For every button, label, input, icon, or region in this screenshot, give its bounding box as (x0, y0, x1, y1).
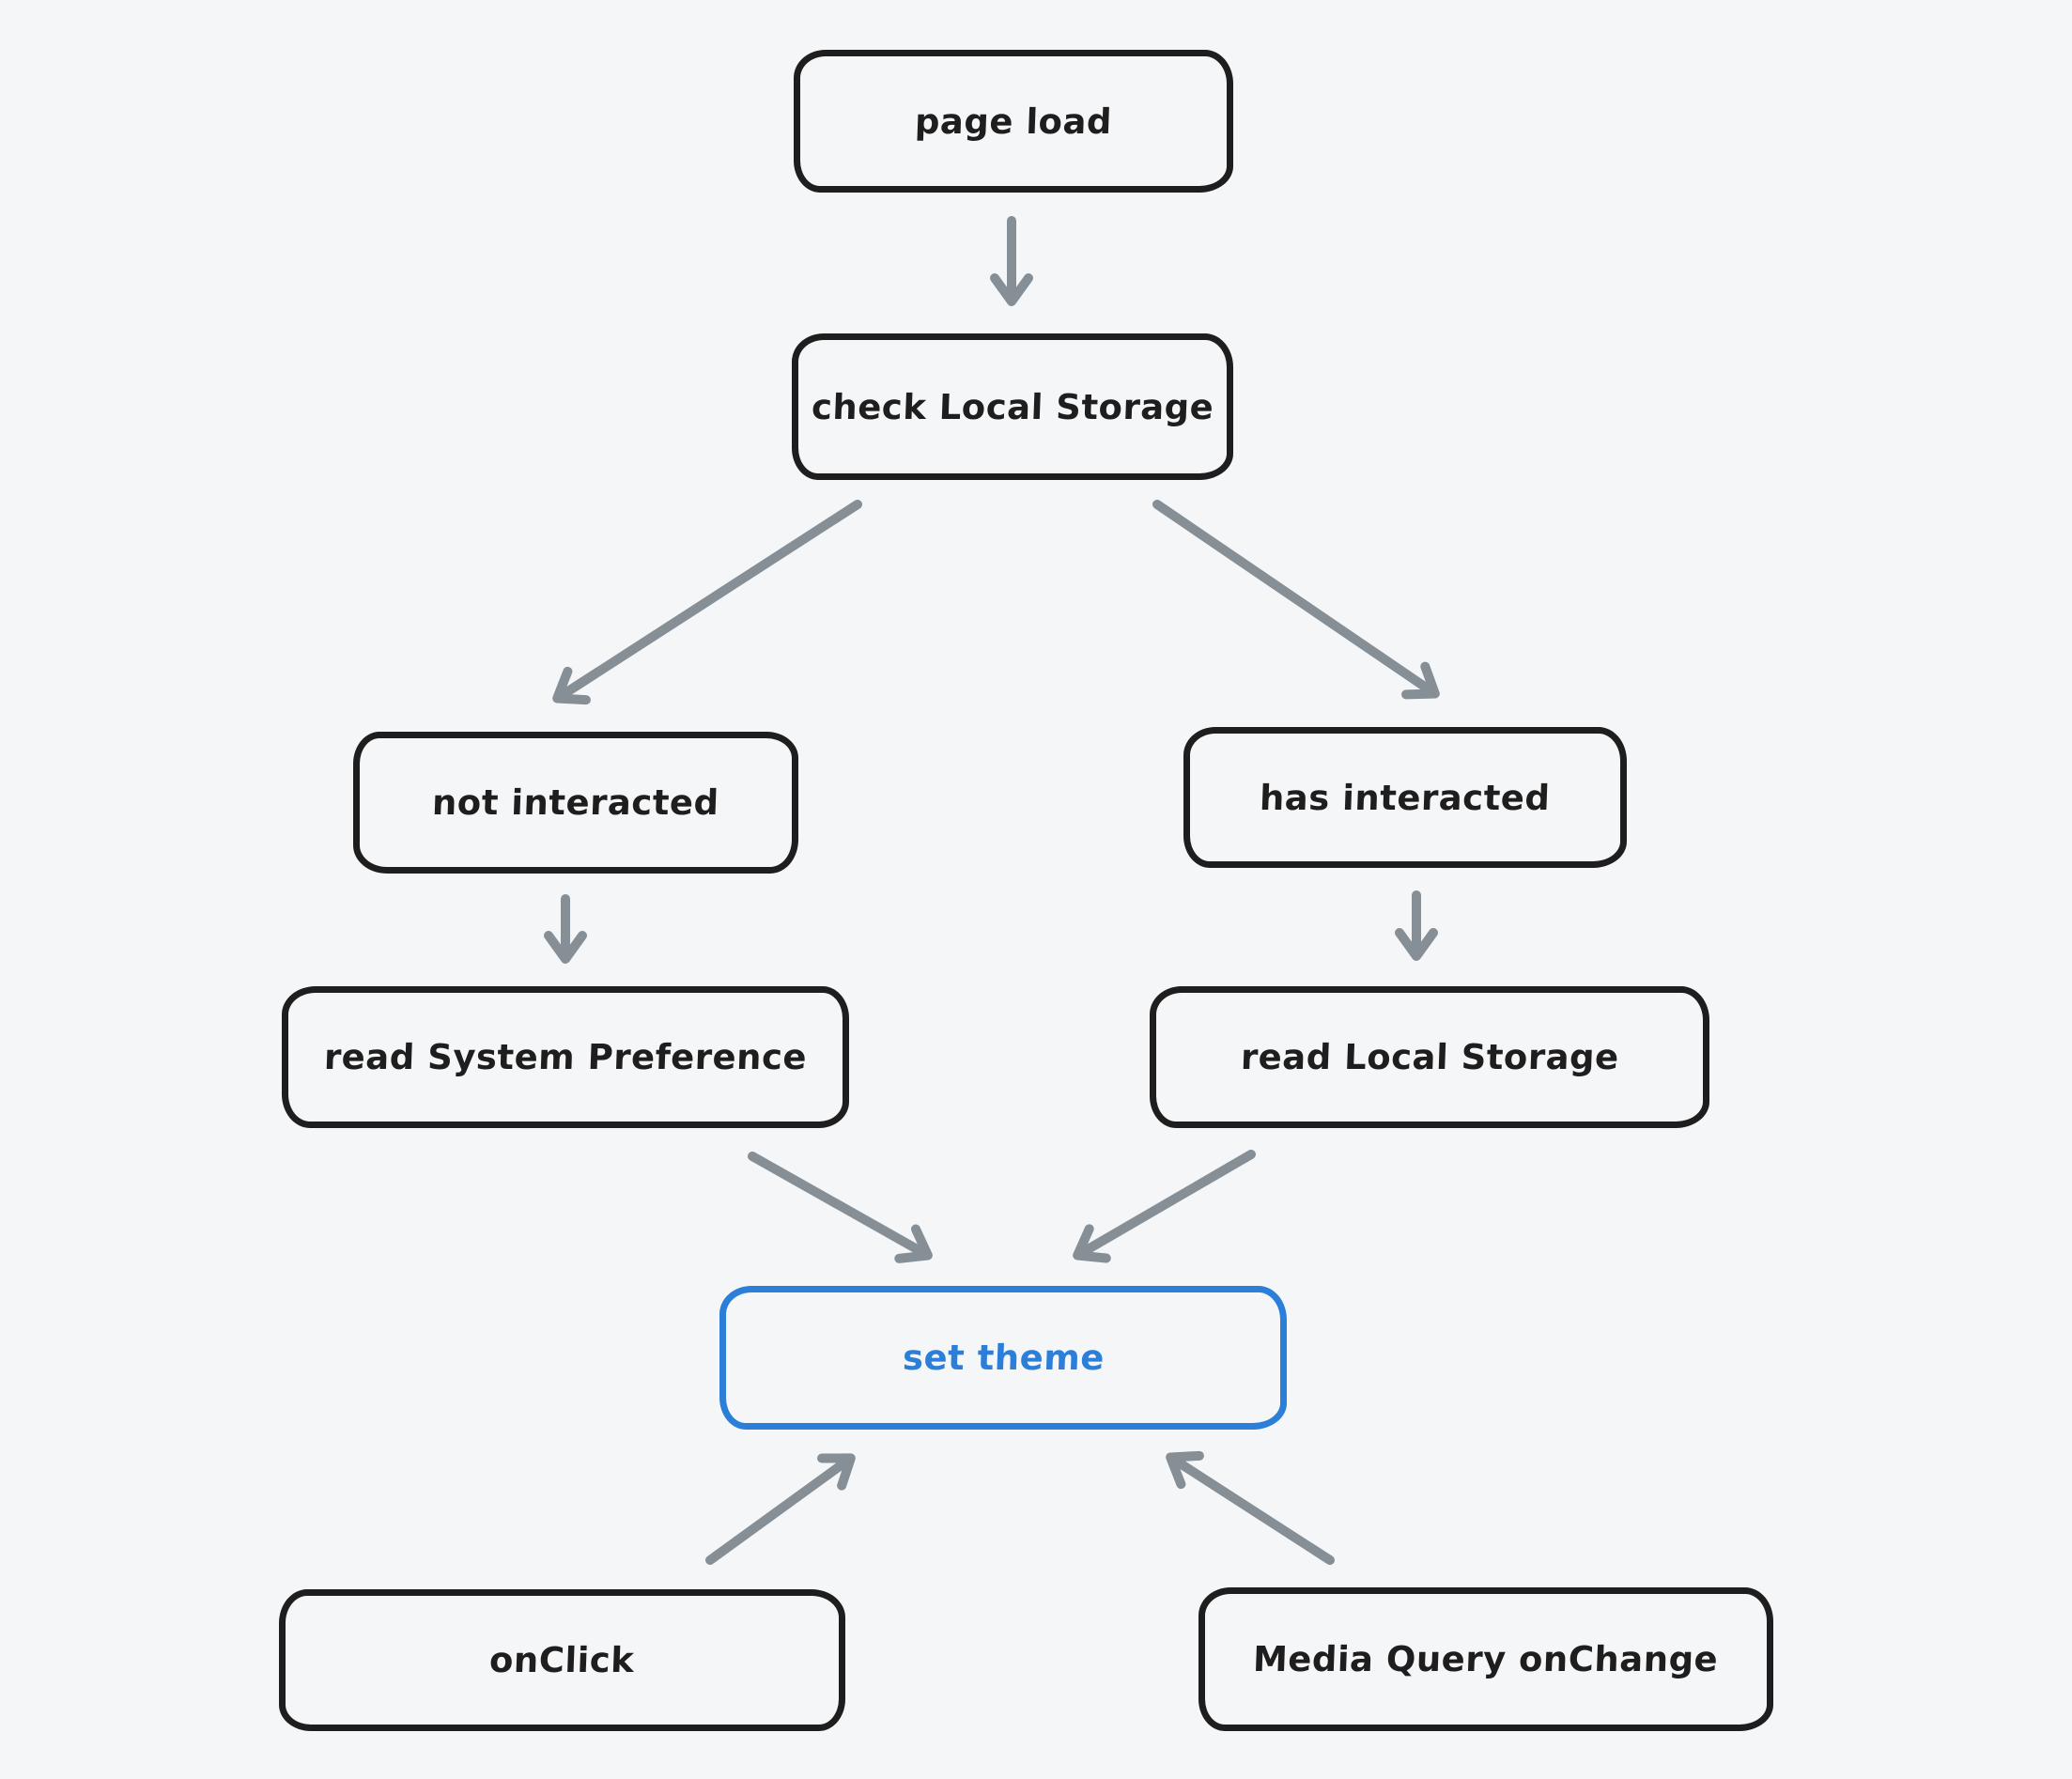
arrow-readlocal-to-settheme[interactable] (1073, 1150, 1256, 1263)
arrow-checkstorage-to-notinteracted[interactable] (552, 500, 862, 705)
node-page-load[interactable]: page load (794, 50, 1233, 193)
node-not-interacted[interactable]: not interacted (353, 732, 798, 874)
node-has-interacted[interactable]: has interacted (1183, 727, 1627, 868)
node-onclick[interactable]: onClick (279, 1589, 845, 1731)
arrow-mediaquery-to-settheme[interactable] (1166, 1450, 1335, 1565)
arrow-checkstorage-to-hasinteracted[interactable] (1152, 500, 1440, 700)
node-read-system-preference-label: read System Preference (323, 1037, 808, 1077)
node-set-theme[interactable]: set theme (719, 1286, 1287, 1430)
node-read-system-preference[interactable]: read System Preference (282, 986, 849, 1128)
node-media-query-onchange-label: Media Query onChange (1252, 1639, 1720, 1679)
node-not-interacted-label: not interacted (431, 782, 720, 823)
node-read-local-storage-label: read Local Storage (1239, 1037, 1620, 1077)
arrow-onclick-to-settheme[interactable] (705, 1453, 856, 1565)
arrow-readsystem-to-settheme[interactable] (748, 1152, 933, 1263)
node-read-local-storage[interactable]: read Local Storage (1150, 986, 1709, 1128)
node-onclick-label: onClick (488, 1640, 636, 1680)
node-check-local-storage-label: check Local Storage (811, 386, 1214, 427)
node-media-query-onchange[interactable]: Media Query onChange (1198, 1587, 1773, 1731)
node-page-load-label: page load (914, 101, 1113, 142)
node-has-interacted-label: has interacted (1259, 777, 1552, 818)
node-check-local-storage[interactable]: check Local Storage (792, 333, 1233, 480)
node-set-theme-label: set theme (901, 1338, 1106, 1378)
